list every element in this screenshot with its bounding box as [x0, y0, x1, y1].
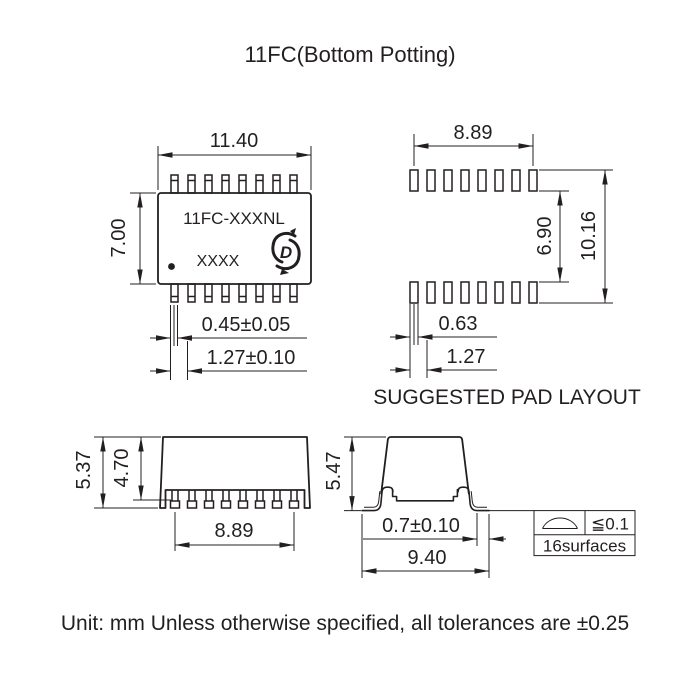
body-bottom-step	[391, 488, 459, 502]
dim-lines-foot-length	[363, 513, 506, 546]
dim-side-total-height: 5.37	[73, 451, 95, 490]
coplanarity-limit: ≦0.1	[591, 515, 629, 534]
dim-lines-end-total-height	[344, 436, 386, 512]
page-title: 11FC(Bottom Potting)	[244, 42, 455, 67]
dim-lines-lead-width-pitch	[150, 305, 307, 380]
dim-lines-pad-span	[413, 134, 534, 166]
dim-body-width: 11.40	[210, 130, 259, 152]
pad-layout: 8.89 6.90 10.16 0.63 1.27 SUGGESTED PAD …	[373, 122, 641, 409]
gullwing-lead-right-inner	[470, 491, 487, 508]
gullwing-lead-left	[361, 486, 394, 512]
dim-side-lead-span: 8.89	[215, 520, 254, 542]
dim-overall-span: 10.16	[578, 211, 600, 261]
top-view-lower-pins	[170, 283, 298, 303]
dim-lines-body-height	[130, 192, 156, 285]
side-view: 5.37 4.70 8.89	[73, 436, 311, 551]
date-code-label: XXXX	[197, 253, 240, 270]
coplanarity-frame: ≦0.1 16surfaces	[533, 510, 636, 557]
dim-foot-length: 0.7±0.10	[382, 515, 460, 537]
dim-lead-pitch: 1.27±0.10	[207, 347, 296, 369]
component-body-end-view	[380, 436, 470, 495]
gullwing-lead-right	[457, 486, 490, 512]
dim-lead-width: 0.45±0.05	[202, 314, 291, 336]
pin1-dot	[168, 263, 175, 270]
top-view: 11FC-XXXNL XXXX D 11.40 7.00	[108, 130, 312, 380]
end-view: 5.47 0.7±0.10 9.40	[323, 436, 534, 578]
flatness-symbol-icon	[542, 517, 578, 529]
dim-lines-end-overall-width	[361, 514, 490, 578]
pad-layout-caption: SUGGESTED PAD LAYOUT	[373, 386, 641, 409]
side-view-pins	[169, 489, 300, 509]
gullwing-lead-left-inner	[364, 491, 381, 508]
svg-text:D: D	[280, 243, 292, 262]
dim-pad-span: 8.89	[454, 122, 493, 144]
dim-side-body-height: 4.70	[111, 449, 133, 488]
component-body-top-view	[157, 192, 312, 285]
dim-lines-body-width	[157, 146, 312, 190]
part-number-label: 11FC-XXXNL	[183, 209, 285, 228]
dim-pad-width: 0.63	[439, 313, 478, 335]
dim-lines-side-body-height	[133, 437, 171, 501]
dim-body-height: 7.00	[108, 219, 130, 258]
component-body-side-view	[159, 436, 311, 509]
dim-lines-pad-width-pitch	[390, 304, 497, 378]
dim-lines-side-total-height	[94, 436, 161, 509]
dim-pad-pitch: 1.27	[447, 346, 486, 368]
dim-lines-side-lead-span	[174, 512, 295, 551]
dim-row-gap: 6.90	[534, 217, 556, 256]
manufacturer-logo-icon: D	[271, 228, 301, 275]
dim-end-total-height: 5.47	[323, 452, 345, 491]
top-view-upper-pins	[170, 174, 298, 194]
footer-note: Unit: mm Unless otherwise specified, all…	[61, 612, 629, 635]
pad-row-lower	[409, 281, 538, 304]
coplanarity-surfaces: 16surfaces	[543, 537, 626, 556]
dim-lines-overall-span	[539, 169, 613, 304]
dim-lines-row-gap	[539, 190, 569, 283]
dim-end-overall-width: 9.40	[408, 547, 447, 569]
pad-row-upper	[409, 169, 538, 192]
